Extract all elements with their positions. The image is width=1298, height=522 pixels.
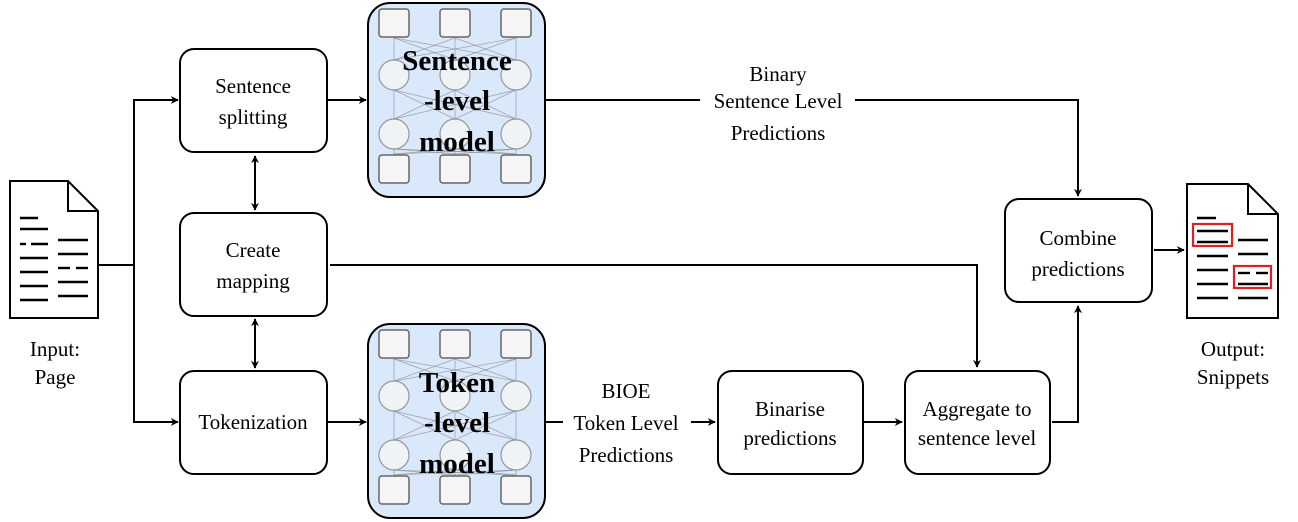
nn-unit: [500, 154, 532, 184]
input-label-line2: Page: [35, 365, 76, 389]
aggregate-node: Aggregate to sentence level: [904, 370, 1051, 475]
nn-unit: [439, 8, 471, 38]
output-document-icon: [1186, 183, 1279, 319]
nn-neuron: [500, 439, 532, 471]
create-mapping-line2: mapping: [216, 269, 290, 293]
nn-neuron: [439, 439, 471, 471]
input-document-icon: [9, 180, 99, 319]
combine-predictions-node: Combine predictions: [1004, 198, 1153, 303]
nn-unit: [439, 329, 471, 359]
sentence-preds-line1: Binary: [749, 62, 807, 86]
nn-neuron: [500, 118, 532, 150]
nn-unit: [378, 475, 410, 505]
sentence-splitting-node: Sentence splitting: [179, 48, 328, 153]
token-preds-line3: Predictions: [579, 443, 674, 467]
nn-neuron: [378, 439, 410, 471]
nn-neuron: [500, 380, 532, 412]
aggregate-line2: sentence level: [918, 426, 1037, 450]
output-label-line2: Snippets: [1197, 365, 1269, 389]
nn-neuron: [378, 380, 410, 412]
combine-line2: predictions: [1031, 257, 1124, 281]
token-predictions-label: BIOE Token Level Predictions: [563, 379, 691, 467]
nn-unit: [439, 154, 471, 184]
sentence-model-line1: Sentence: [402, 45, 512, 77]
binarise-line1: Binarise: [755, 397, 825, 421]
token-model-line3: model: [419, 448, 495, 480]
binarise-predictions-node: Binarise predictions: [717, 370, 864, 475]
edge-input-split: [98, 96, 179, 266]
sentence-preds-line3: Predictions: [731, 121, 826, 145]
neural-network-icon: [378, 8, 532, 184]
token-preds-line2: Token Level: [573, 411, 678, 435]
nn-unit: [500, 475, 532, 505]
highlight-box: [1232, 264, 1273, 290]
create-mapping-node: Create mapping: [179, 212, 328, 317]
token-preds-line1: BIOE: [602, 379, 651, 403]
sentence-preds-line2: Sentence Level: [714, 89, 843, 113]
nn-neuron: [439, 59, 471, 91]
nn-neuron: [378, 59, 410, 91]
nn-unit: [378, 154, 410, 184]
highlight-box: [1191, 222, 1234, 248]
sentence-splitting-line1: Sentence: [215, 74, 291, 98]
binarise-line2: predictions: [743, 426, 836, 450]
token-model-line2: -level: [424, 407, 490, 439]
sentence-model-line3: model: [419, 126, 495, 158]
edge-aggregate-combine: [1052, 305, 1082, 423]
neural-network-icon: [378, 329, 532, 505]
sentence-model-line2: -level: [424, 85, 490, 117]
nn-neuron: [378, 118, 410, 150]
token-model-line1: Token: [419, 367, 495, 399]
create-mapping-line1: Create: [226, 238, 281, 262]
edge-sentence-model-combine: [546, 99, 1082, 197]
nn-neuron: [439, 380, 471, 412]
nn-neuron: [500, 59, 532, 91]
nn-unit: [500, 329, 532, 359]
combine-line1: Combine: [1040, 226, 1117, 250]
output-label-line1: Output:: [1201, 337, 1265, 361]
nn-unit: [378, 329, 410, 359]
input-label-line1: Input:: [30, 337, 80, 361]
nn-unit: [439, 475, 471, 505]
sentence-predictions-label: Binary Sentence Level Predictions: [700, 62, 855, 145]
aggregate-line1: Aggregate to: [922, 397, 1031, 421]
nn-unit: [378, 8, 410, 38]
edge-input-tokenize: [133, 265, 179, 426]
tokenization-line1: Tokenization: [198, 410, 308, 434]
edge-mapping-aggregate: [330, 264, 981, 368]
tokenization-node: Tokenization: [179, 370, 328, 475]
nn-unit: [500, 8, 532, 38]
token-level-model-node: Token -level model: [367, 323, 546, 519]
sentence-splitting-line2: splitting: [219, 105, 288, 129]
sentence-level-model-node: Sentence -level model: [367, 2, 546, 198]
nn-neuron: [439, 118, 471, 150]
